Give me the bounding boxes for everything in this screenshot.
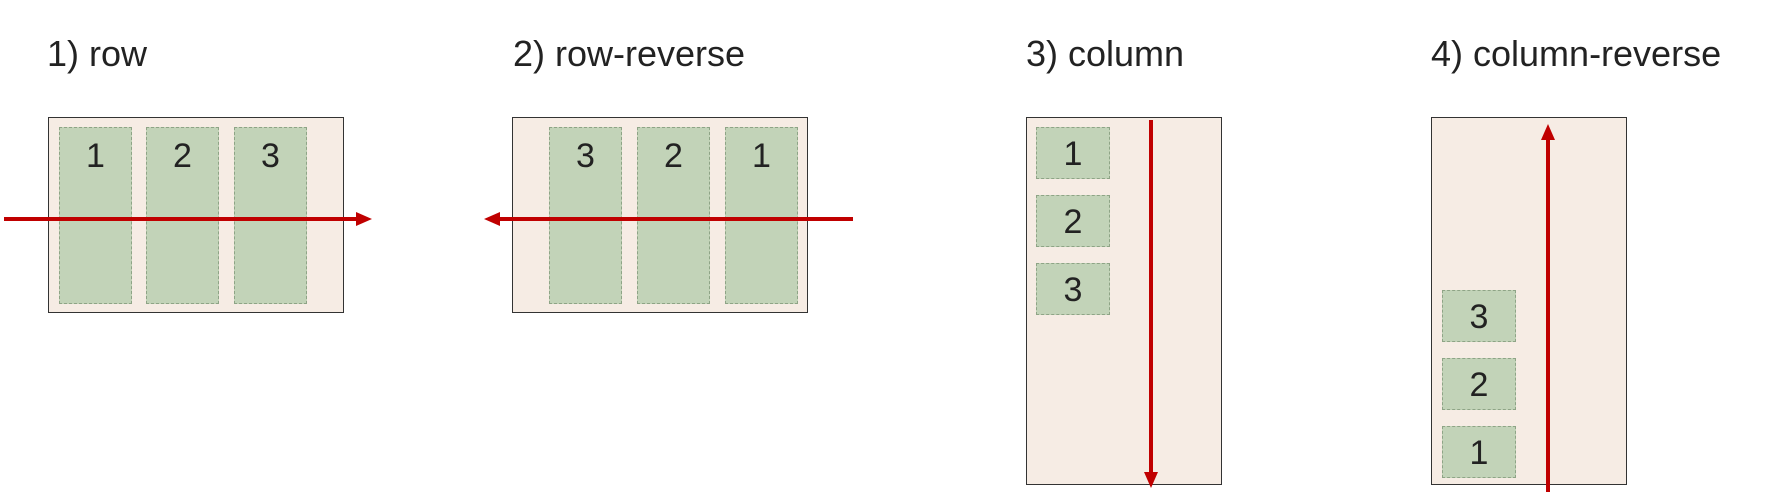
flex-item-3: 3 (549, 127, 622, 304)
flex-item-2: 2 (1036, 195, 1110, 247)
panel-title-column-reverse: 4) column-reverse (1431, 33, 1722, 74)
panel-title-row-reverse: 2) row-reverse (513, 33, 746, 74)
flex-item-2: 2 (146, 127, 219, 304)
main-axis-arrow-right (4, 212, 372, 226)
panel-title-row: 1) row (47, 33, 148, 74)
flex-item-1: 1 (1036, 127, 1110, 179)
flex-item-3: 3 (1036, 263, 1110, 315)
flex-container-column-reverse: 3 2 1 (1431, 117, 1627, 485)
flex-container-row: 1 2 3 (48, 117, 344, 313)
flex-item-1: 1 (725, 127, 798, 304)
flex-item-2: 2 (637, 127, 710, 304)
flex-item-3: 3 (234, 127, 307, 304)
flex-container-row-reverse: 3 2 1 (512, 117, 808, 313)
flex-item-1: 1 (59, 127, 132, 304)
main-axis-arrow-up (1541, 124, 1555, 492)
flex-item-1: 1 (1442, 426, 1516, 478)
flex-item-2: 2 (1442, 358, 1516, 410)
flex-container-column: 1 2 3 (1026, 117, 1222, 485)
panel-title-column: 3) column (1026, 33, 1185, 74)
main-axis-arrow-left (484, 212, 853, 226)
flex-item-3: 3 (1442, 290, 1516, 342)
main-axis-arrow-down (1144, 120, 1158, 488)
